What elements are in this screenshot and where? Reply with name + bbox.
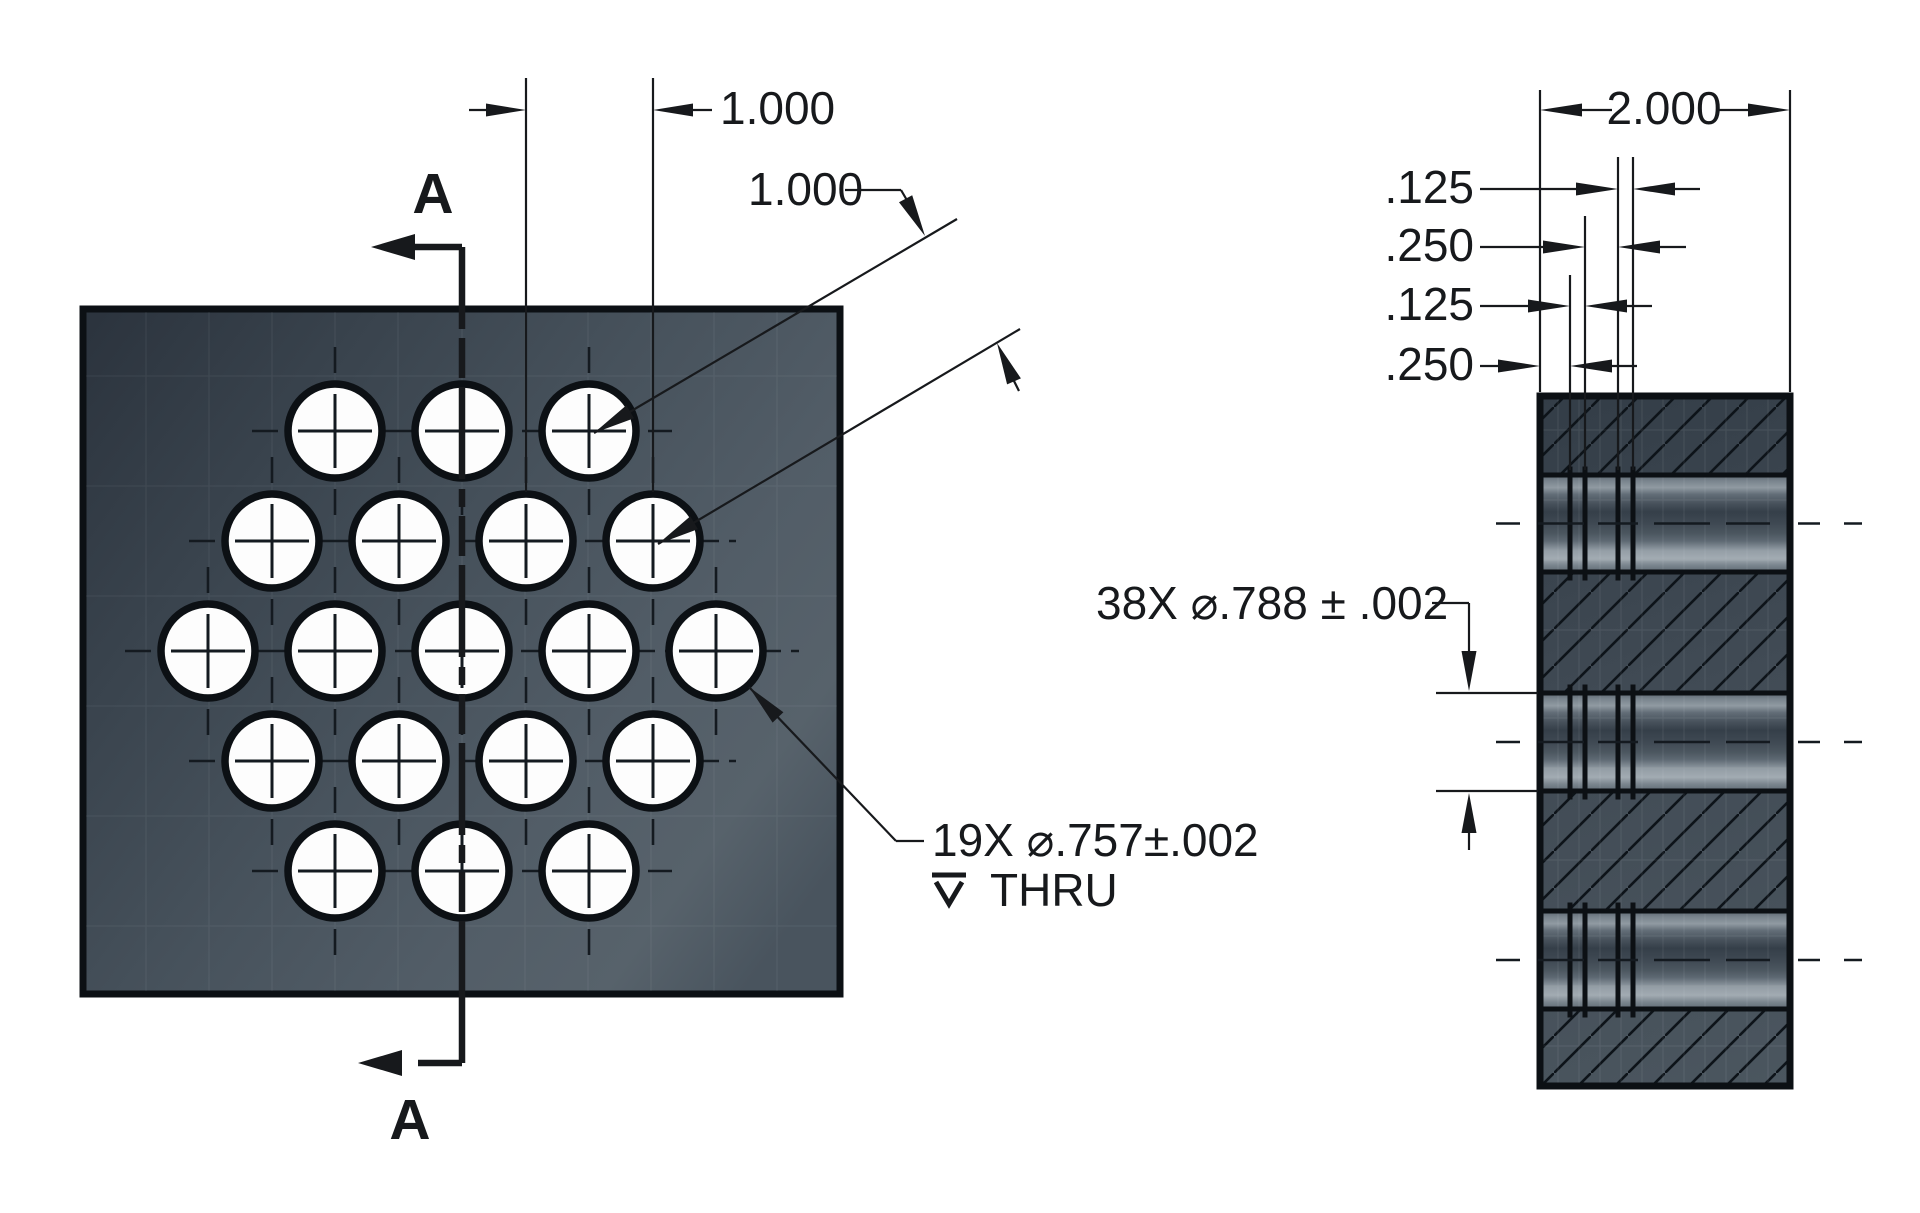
dim-arrow-icon <box>1528 299 1570 313</box>
dim-offset-4-value: .250 <box>1384 338 1474 390</box>
dim-offset-row-1: .125 <box>1384 161 1700 213</box>
dim-offset-3-value: .125 <box>1384 278 1474 330</box>
section-view: 2.000 .125 .250 .125 <box>1096 82 1884 1090</box>
dim-arrow-icon <box>1543 240 1585 254</box>
front-view: A A 1.000 1.000 <box>79 78 1259 1152</box>
dim-arrow-icon <box>1576 182 1618 196</box>
dim-offset-1-value: .125 <box>1384 161 1474 213</box>
dim-arrow-icon <box>1540 103 1582 117</box>
dim-pitch-diagonal-value: 1.000 <box>748 163 863 215</box>
dim-overall-width: 2.000 <box>1538 82 1792 392</box>
dim-arrow-icon <box>658 516 698 544</box>
thru-hole-callout-line2: THRU <box>990 864 1118 916</box>
dim-arrow-icon <box>1570 359 1612 373</box>
cross-hole-callout-value: 38X ⌀.788 ± .002 <box>1096 577 1448 629</box>
dim-arrow-icon <box>653 103 693 117</box>
section-label-bottom: A <box>389 1088 430 1152</box>
dim-arrow-icon <box>594 405 634 433</box>
dim-arrow-icon <box>486 103 526 117</box>
dim-pitch-diagonal: 1.000 <box>593 163 1021 545</box>
hatch-bands <box>1541 397 1789 1085</box>
dim-offset-row-3: .125 <box>1384 278 1652 330</box>
dim-pitch-horizontal: 1.000 <box>469 78 835 492</box>
leader-arrow-icon <box>749 687 784 723</box>
section-arrow-top-icon <box>371 234 415 260</box>
thru-hole-callout-line1: 19X ⌀.757±.002 <box>932 814 1259 866</box>
section-arrow-bottom-icon <box>358 1050 402 1076</box>
depth-symbol-icon <box>932 872 966 909</box>
offset-extension-lines <box>1568 157 1635 470</box>
section-label-top: A <box>412 162 453 226</box>
dim-offset-row-4: .250 <box>1384 338 1637 390</box>
dim-arrow-icon <box>1461 651 1477 691</box>
hole-crosshairs <box>171 394 753 908</box>
cross-hole-callout: 38X ⌀.788 ± .002 <box>1096 577 1538 850</box>
dim-arrow-icon <box>1748 103 1790 117</box>
dim-pitch-horizontal-value: 1.000 <box>720 82 835 134</box>
dim-offset-row-2: .250 <box>1384 219 1686 271</box>
dim-arrow-icon <box>1498 359 1540 373</box>
dim-arrow-icon <box>997 343 1021 385</box>
bore-centerlines <box>1496 522 1884 962</box>
bore-band-edges <box>1540 472 1790 1012</box>
thru-hole-callout: 19X ⌀.757±.002 THRU <box>748 686 1259 916</box>
dim-offset-2-value: .250 <box>1384 219 1474 271</box>
section-line-AA: A A <box>358 162 466 1152</box>
dim-arrow-icon <box>1618 240 1660 254</box>
dim-overall-width-value: 2.000 <box>1606 82 1721 134</box>
dim-arrow-icon <box>1461 793 1477 833</box>
dim-arrow-icon <box>899 195 925 236</box>
dim-arrow-icon <box>1633 182 1675 196</box>
dim-arrow-icon <box>1585 299 1627 313</box>
